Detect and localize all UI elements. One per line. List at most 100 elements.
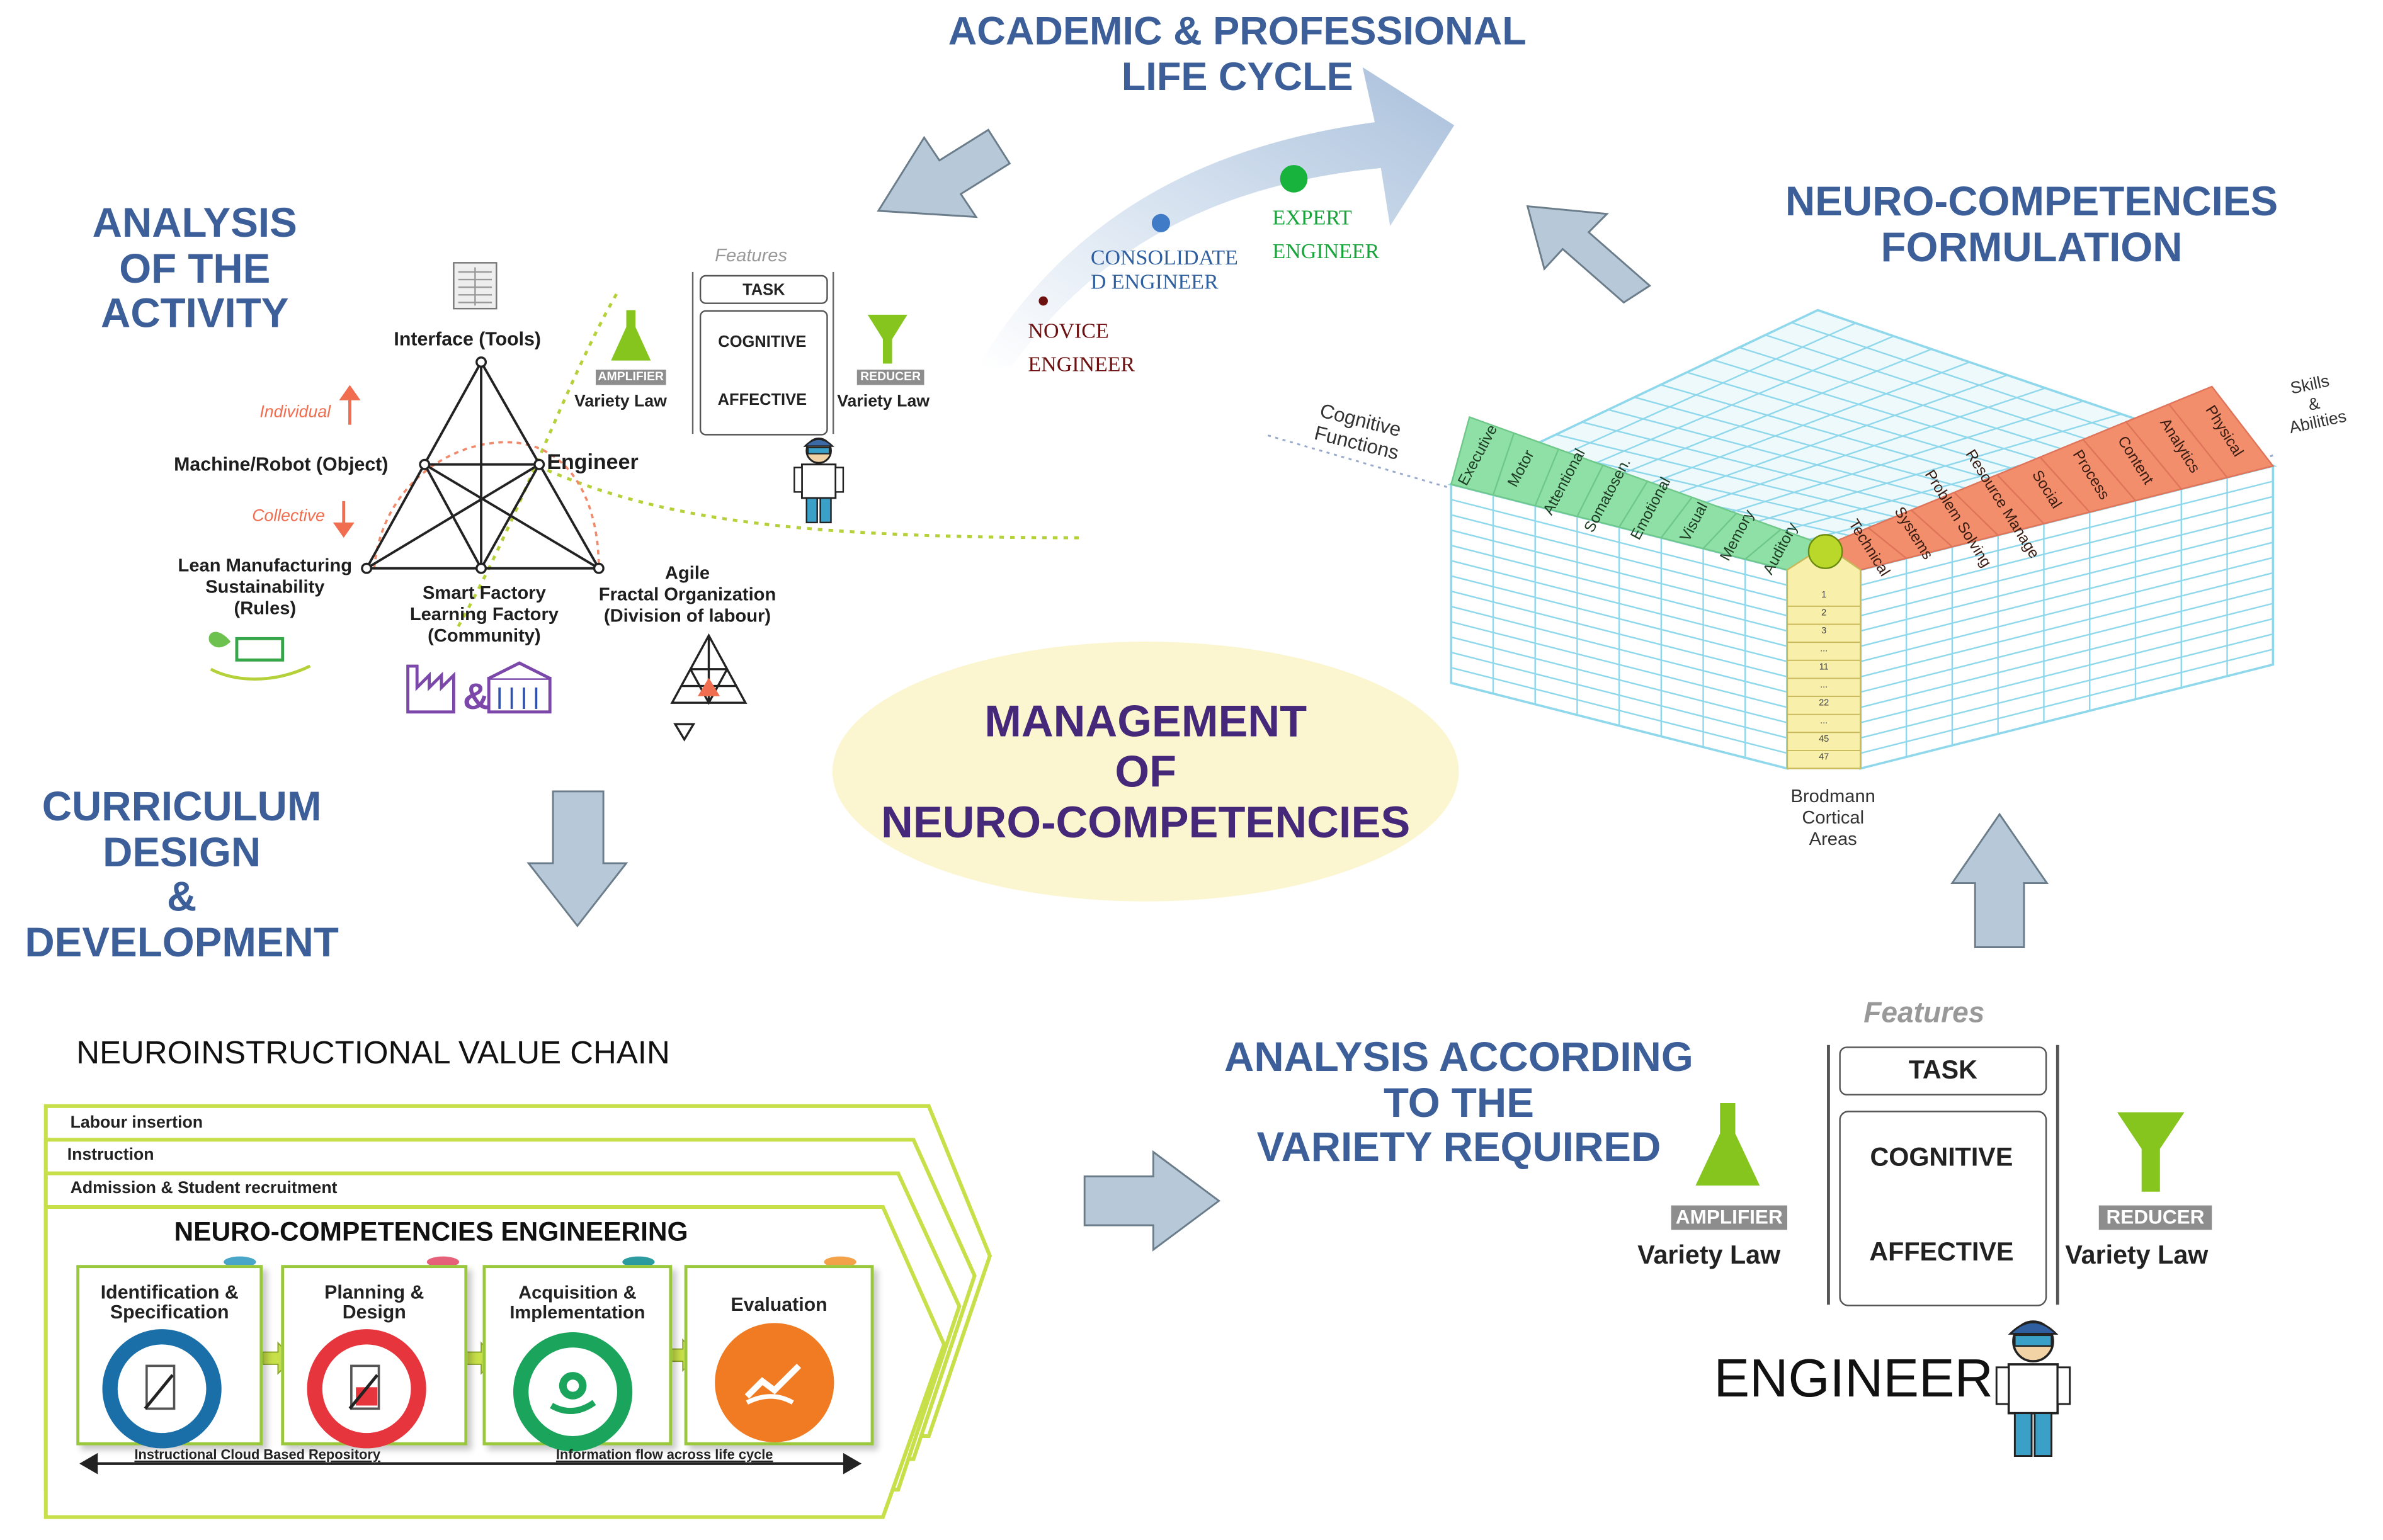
curriculum-title-line: DESIGN [103, 829, 261, 875]
cognitive-band-divider [1702, 512, 1737, 549]
factory-icon: & [406, 661, 552, 717]
interface-label: Interface (Tools) [394, 328, 542, 350]
stage-evaluation: Evaluation [684, 1265, 874, 1446]
skills-band-divider [2039, 456, 2091, 513]
consolidated-label: CONSOLIDATE D ENGINEER [1091, 247, 1238, 297]
collective-label: Collective [252, 507, 325, 526]
skills-band-divider [1954, 492, 1999, 536]
analysis-variety-title-line: TO THE [1383, 1079, 1534, 1126]
engineer-label: Engineer [547, 449, 639, 474]
red-dotted-arc [373, 441, 600, 569]
expert-label: EXPERT ENGINEER [1273, 203, 1380, 272]
community-label-line: Smart Factory [423, 582, 546, 604]
cognitive-band-divider [1618, 480, 1649, 528]
stage-planning-label: Planning & Design [284, 1282, 464, 1323]
large-engineer-label: ENGINEER [1714, 1349, 1993, 1409]
analysis-variety-title: ANALYSIS ACCORDING TO THE VARIETY REQUIR… [1207, 1034, 1710, 1172]
stage-acquisition-label: Acquisition & Implementation [486, 1283, 669, 1322]
top-grid-line [1710, 413, 2122, 536]
stage-identification: Identification & Specification [76, 1265, 263, 1449]
neuro-competency-node [1807, 534, 1843, 569]
expert-dot [1280, 165, 1308, 193]
analysis-activity-title-line: ANALYSIS [92, 200, 297, 246]
acquisition-icon [513, 1332, 633, 1452]
collective-arrow [333, 501, 355, 538]
right-grid-line [1860, 633, 2273, 739]
brodmann-area-number: ... [1820, 644, 1828, 654]
expert-label-line: EXPERT [1272, 208, 1352, 231]
stage-identification-label: Identification & Specification [79, 1282, 259, 1323]
brodmann-area-number: 47 [1819, 752, 1829, 762]
analysis-variety-title-line: ANALYSIS ACCORDING [1224, 1034, 1693, 1080]
large-variety-law-right: Variety Law [2065, 1240, 2209, 1270]
brodmann-area-number: 45 [1819, 734, 1829, 744]
large-reducer-funnel-icon [2117, 1112, 2185, 1192]
life-cycle-title: ACADEMIC & PROFESSIONAL LIFE CYCLE [855, 8, 1619, 101]
cognitive-band-divider [1534, 448, 1559, 506]
neuro-formulation-title-line: FORMULATION [1880, 224, 2183, 270]
right-grid-line [1860, 541, 2273, 647]
division-label-line: Fractal Organization [598, 583, 776, 605]
analysis-activity-title-line: ACTIVITY [101, 290, 289, 337]
large-amplifier-chip: AMPLIFIER [1671, 1205, 1787, 1230]
life-cycle-arrow [977, 67, 1455, 367]
curriculum-title-line: CURRICULUM [42, 783, 322, 830]
skills-band-divider [1868, 527, 1907, 559]
management-title-line: NEURO-COMPETENCIES [881, 798, 1411, 847]
right-grid-line [1860, 526, 2273, 632]
analysis-variety-title-line: VARIETY REQUIRED [1256, 1124, 1661, 1171]
value-chain-title: NEUROINSTRUCTIONAL VALUE CHAIN [76, 1036, 670, 1072]
fractal-pyramid-icon [670, 633, 748, 742]
brodmann-label-line: Brodmann [1790, 785, 1875, 807]
stage-label-line: Evaluation [731, 1294, 828, 1316]
tools-icon [453, 262, 498, 310]
brodmann-area-number: 3 [1821, 626, 1826, 636]
division-label: Agile Fractal Organization (Division of … [581, 562, 795, 626]
small-features-title: Features [715, 244, 788, 266]
expert-label-line: ENGINEER [1272, 242, 1380, 265]
large-affective-label: AFFECTIVE [1869, 1237, 2014, 1267]
right-grid-line [1860, 618, 2273, 723]
arrow-up [1950, 812, 2049, 948]
stage-evaluation-label: Evaluation [688, 1294, 871, 1316]
stage-acquisition: Acquisition & Implementation [482, 1265, 673, 1452]
neuro-formulation-title-line: NEURO-COMPETENCIES [1785, 178, 2278, 225]
small-variety-law-right: Variety Law [837, 392, 930, 411]
skills-band-divider [1911, 509, 1953, 548]
division-label-line: Agile [664, 562, 710, 584]
curriculum-title-line: DEVELOPMENT [25, 919, 339, 966]
green-dotted-line [537, 464, 1085, 540]
life-cycle-title-line: LIFE CYCLE [1121, 53, 1353, 99]
small-cog-aff-box [699, 310, 828, 436]
arrow-down-left [877, 128, 1011, 218]
large-amplifier-flask-icon [1695, 1103, 1760, 1186]
svg-text:&: & [463, 676, 489, 717]
individual-arrow [339, 385, 361, 425]
large-engineer-figure-icon [1995, 1320, 2071, 1458]
cognitive-band-divider [1744, 528, 1782, 560]
object-label: Machine/Robot (Object) [174, 453, 389, 475]
small-task-box: TASK [699, 275, 828, 304]
brodmann-area-number: ... [1820, 680, 1828, 690]
brodmann-area-number: ... [1820, 716, 1828, 726]
small-features-bracket-right [832, 271, 834, 434]
management-title-line: MANAGEMENT [984, 698, 1307, 747]
arrow-down [526, 790, 628, 927]
footer-repository: Instructional Cloud Based Repository [134, 1446, 381, 1463]
evaluation-icon [715, 1323, 834, 1442]
brodmann-label-line: Areas [1809, 827, 1857, 849]
layer-label-admission: Admission & Student recruitment [70, 1179, 338, 1198]
small-affective-label: AFFECTIVE [717, 391, 807, 410]
large-reducer-chip: REDUCER [2098, 1205, 2212, 1230]
cognitive-band-divider [1660, 497, 1693, 538]
small-reducer-funnel-icon [867, 314, 907, 364]
large-features-bracket-left [1827, 1045, 1829, 1305]
small-variety-law-left: Variety Law [574, 392, 667, 411]
large-cog-aff-box [1839, 1111, 2047, 1306]
small-engineer-figure-icon [793, 437, 845, 524]
consolidated-dot [1151, 213, 1171, 232]
life-cycle-title-line: ACADEMIC & PROFESSIONAL [948, 8, 1527, 54]
planning-icon [307, 1329, 426, 1449]
